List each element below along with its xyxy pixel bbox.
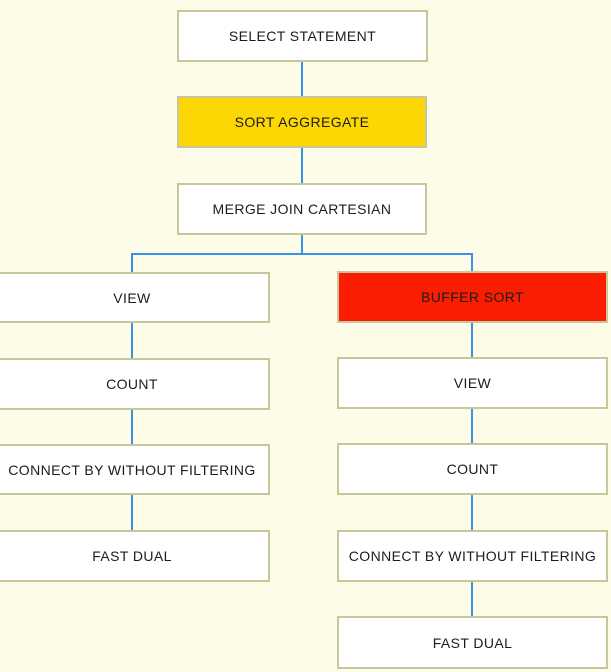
connector-view-to-count-left (131, 323, 133, 358)
plan-node-label: MERGE JOIN CARTESIAN (212, 201, 392, 217)
plan-node-label: CONNECT BY WITHOUT FILTERING (8, 461, 256, 478)
connector-sort-to-merge (301, 148, 303, 183)
connector-merge-to-branch (301, 235, 303, 254)
connector-view-to-count-right (471, 409, 473, 443)
plan-node-view-right[interactable]: VIEW (337, 357, 608, 409)
plan-node-connect-by-without-filtering-left[interactable]: CONNECT BY WITHOUT FILTERING (0, 444, 270, 495)
connector-count-to-connect-right (471, 495, 473, 530)
plan-node-connect-by-without-filtering-right[interactable]: CONNECT BY WITHOUT FILTERING (337, 530, 608, 582)
plan-node-label: FAST DUAL (92, 548, 172, 564)
plan-node-merge-join-cartesian[interactable]: MERGE JOIN CARTESIAN (177, 183, 427, 235)
connector-select-to-sort (301, 62, 303, 96)
plan-node-label: SORT AGGREGATE (234, 114, 370, 130)
plan-node-count-left[interactable]: COUNT (0, 358, 270, 410)
connector-count-to-connect-left (131, 410, 133, 444)
connector-branch-horizontal (131, 253, 473, 255)
plan-node-label: BUFFER SORT (421, 289, 524, 305)
plan-node-count-right[interactable]: COUNT (337, 443, 608, 495)
plan-node-label: COUNT (106, 376, 158, 392)
plan-node-label: COUNT (446, 461, 499, 477)
plan-node-label: FAST DUAL (432, 634, 513, 651)
plan-node-label: CONNECT BY WITHOUT FILTERING (348, 548, 597, 564)
plan-node-fast-dual-right[interactable]: FAST DUAL (337, 616, 608, 669)
connector-buffer-to-view-right (471, 323, 473, 357)
plan-node-label: VIEW (113, 289, 151, 306)
plan-node-sort-aggregate[interactable]: SORT AGGREGATE (177, 96, 427, 148)
plan-node-view-left[interactable]: VIEW (0, 272, 270, 323)
plan-node-select-statement[interactable]: SELECT STATEMENT (177, 10, 428, 62)
plan-node-label: SELECT STATEMENT (228, 28, 377, 44)
connector-connect-to-fastdual-right (471, 582, 473, 616)
connector-connect-to-fastdual-left (131, 495, 133, 530)
plan-node-buffer-sort[interactable]: BUFFER SORT (337, 271, 608, 323)
connector-branch-to-buffer-sort (471, 253, 473, 271)
plan-node-label: VIEW (453, 375, 492, 391)
plan-node-fast-dual-left[interactable]: FAST DUAL (0, 530, 270, 582)
connector-branch-to-view-left (131, 253, 133, 272)
